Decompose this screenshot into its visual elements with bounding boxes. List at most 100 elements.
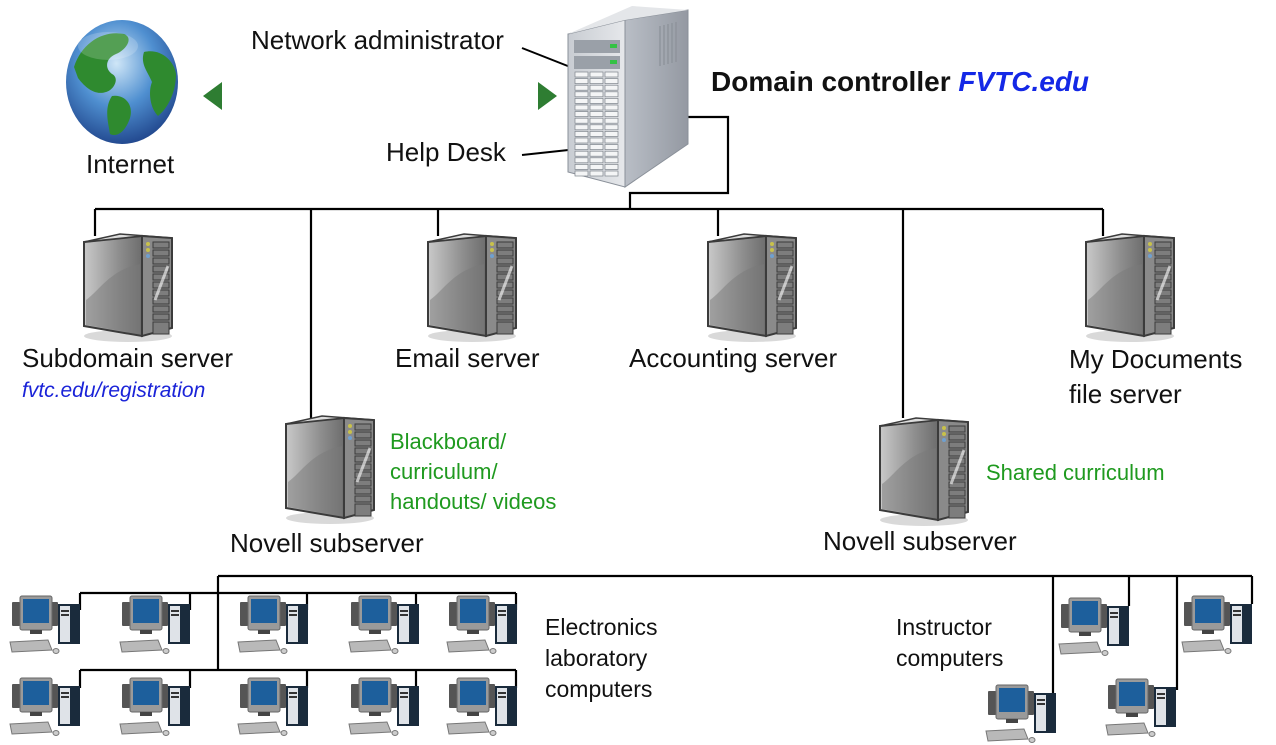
drive-bay xyxy=(589,78,604,84)
instructor-computer-2-wrap xyxy=(1180,594,1270,661)
drive-bay xyxy=(574,117,589,124)
drive-bay xyxy=(604,150,619,157)
drive-bay xyxy=(589,150,604,157)
internet-label: Internet xyxy=(86,149,175,179)
drive-bay xyxy=(574,98,589,104)
drive-bay xyxy=(589,131,604,137)
instructor-computer-2 xyxy=(1181,595,1252,654)
drive-bay xyxy=(604,104,619,111)
drive-bay xyxy=(589,137,604,144)
lab-computer-row2-3-wrap xyxy=(236,676,326,743)
drive-bay xyxy=(589,104,604,111)
novell-subserver-2-icon-wrap xyxy=(876,414,972,531)
lab-computer-row2-2 xyxy=(119,677,190,736)
email-server-icon xyxy=(427,233,517,342)
drive-bay xyxy=(604,157,619,164)
drive-bay xyxy=(589,117,604,124)
lab-computer-row1-3 xyxy=(237,595,308,654)
drive-bay xyxy=(604,71,619,78)
drive-bay xyxy=(604,117,619,124)
drive-bay xyxy=(604,111,619,117)
drive-bay xyxy=(574,124,589,131)
drive-bay xyxy=(604,84,619,91)
globe-icon xyxy=(66,20,178,144)
dc-uplink-wire xyxy=(628,115,730,209)
drive-bay xyxy=(574,71,589,78)
lab-computer-row1-4 xyxy=(348,595,419,654)
lab-computer-row1-2 xyxy=(119,595,190,654)
lab-computer-row2-5 xyxy=(446,677,517,736)
drive-bay xyxy=(574,144,589,150)
drive-bay xyxy=(574,157,589,164)
email-server-icon-wrap xyxy=(424,230,520,347)
drive-bay xyxy=(604,131,619,137)
drive-bay xyxy=(589,84,604,91)
subdomain-server-label: Subdomain server xyxy=(22,343,233,373)
drive-bay xyxy=(574,78,589,84)
novell-subserver-1-note: Blackboard/ curriculum/ handouts/ videos xyxy=(390,429,557,514)
instructor-computer-3 xyxy=(985,684,1056,743)
novell-subserver-1-icon xyxy=(285,415,375,524)
instructor-computer-4-wrap xyxy=(1104,677,1194,744)
lab-computer-row1-5-wrap xyxy=(445,594,535,661)
drive-bay xyxy=(574,91,589,98)
accounting-server-label: Accounting server xyxy=(629,343,838,373)
lab-computer-row1-2-wrap xyxy=(118,594,208,661)
diagram-title: Domain controller FVTC.edu xyxy=(711,64,1089,99)
drive-bay xyxy=(604,164,619,170)
drive-bay xyxy=(574,131,589,137)
drive-bay xyxy=(589,71,604,78)
instructor-computer-4 xyxy=(1105,678,1176,737)
drive-bay xyxy=(589,98,604,104)
novell-subserver-2-note: Shared curriculum xyxy=(986,460,1165,485)
accounting-server-icon xyxy=(707,233,797,342)
network-admin-label: Network administrator xyxy=(251,25,504,55)
lab-computer-row1-1 xyxy=(9,595,80,654)
drive-bay xyxy=(589,111,604,117)
mydocs-server-icon-wrap xyxy=(1082,230,1178,347)
lab-computer-row1-1-wrap xyxy=(8,594,98,661)
subdomain-server-url: fvtc.edu/registration xyxy=(22,379,206,402)
lab-computer-row2-4-wrap xyxy=(347,676,437,743)
drive-bay xyxy=(589,157,604,164)
drive-bay xyxy=(604,170,619,177)
help-desk-label: Help Desk xyxy=(386,137,506,167)
lab-computer-row1-5 xyxy=(446,595,517,654)
instructor-computers-label: Instructor computers xyxy=(896,614,1004,671)
instructor-computer-3-wrap xyxy=(984,683,1074,745)
novell-subserver-2-label: Novell subserver xyxy=(823,526,1017,556)
lab-computer-row1-4-wrap xyxy=(347,594,437,661)
drive-bay xyxy=(574,137,589,144)
title-prefix: Domain controller xyxy=(711,66,951,97)
instructor-computer-1-wrap xyxy=(1057,596,1147,663)
drive-bay xyxy=(574,164,589,170)
drive-bay xyxy=(604,137,619,144)
novell-subserver-1-label: Novell subserver xyxy=(230,528,424,558)
lab-computer-row2-3 xyxy=(237,677,308,736)
title-domain: FVTC.edu xyxy=(958,66,1090,97)
email-server-label: Email server xyxy=(395,343,540,373)
drive-bay xyxy=(589,144,604,150)
lab-computers-label: Electronics laboratory computers xyxy=(545,614,658,702)
internet-link-arrow xyxy=(203,82,557,110)
drive-bay xyxy=(574,84,589,91)
drive-bay xyxy=(589,91,604,98)
subdomain-server-icon-wrap xyxy=(80,230,176,347)
drive-bay xyxy=(589,124,604,131)
lab-computer-row2-4 xyxy=(348,677,419,736)
accounting-server-icon-wrap xyxy=(704,230,800,347)
drive-bay xyxy=(604,91,619,98)
drive-bay xyxy=(574,104,589,111)
drive-bay xyxy=(589,170,604,177)
lab-computer-row2-1-wrap xyxy=(8,676,98,743)
lab-computer-row2-5-wrap xyxy=(445,676,535,743)
novell-subserver-1-icon-wrap xyxy=(282,412,378,529)
drive-bay xyxy=(574,150,589,157)
drive-bay xyxy=(574,170,589,177)
domain-controller-tower-icon xyxy=(567,6,689,188)
drive-bay xyxy=(604,124,619,131)
instructor-computer-1 xyxy=(1058,597,1129,656)
lab-computer-row2-1 xyxy=(9,677,80,736)
drive-bay xyxy=(604,144,619,150)
